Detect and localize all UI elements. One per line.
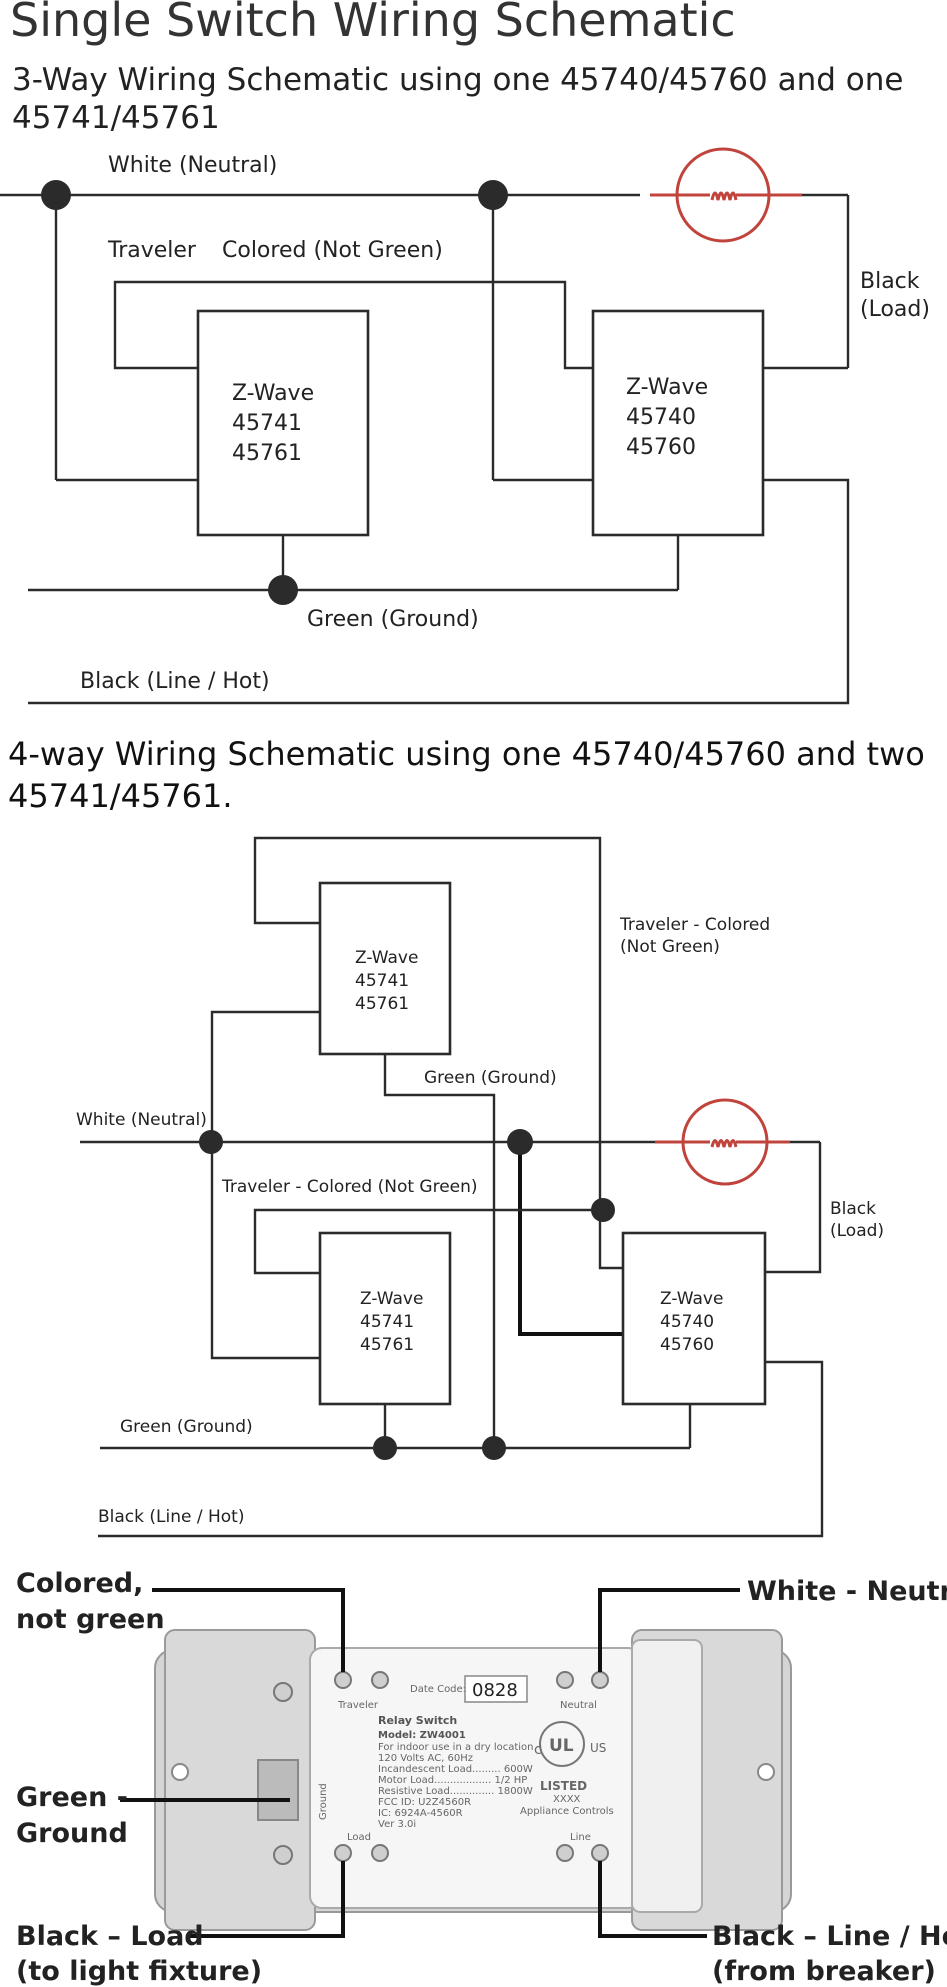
label-black-line-hot: Black (Line / Hot)	[80, 669, 270, 694]
aux-switch-top-box	[318, 881, 452, 1056]
main-switch-box	[591, 309, 765, 537]
device-rating: 120 Volts AC, 60Hz	[378, 1753, 473, 1764]
aux-device-name: Z-Wave	[232, 381, 314, 406]
label-traveler: Traveler	[107, 238, 197, 263]
main-switch-box-4way	[621, 1231, 767, 1406]
label-green-ground-4way: Green (Ground)	[120, 1417, 253, 1437]
device-load-text: Load	[347, 1832, 371, 1843]
device-ver: Ver 3.0i	[378, 1819, 416, 1830]
label-white-neutral-4way: White (Neutral)	[76, 1110, 207, 1130]
light-fixture-icon	[650, 147, 802, 243]
date-code-value: 0828	[472, 1680, 518, 1701]
device-model: Model: ZW4001	[378, 1730, 466, 1741]
section1-heading-line1: 3-Way Wiring Schematic using one 45740/4…	[12, 62, 903, 98]
device-incandescent: Incandescent Load......... 600W	[378, 1764, 533, 1775]
callout-colored-line2: not green	[16, 1604, 165, 1635]
label-colored-not-green: Colored (Not Green)	[222, 238, 443, 263]
callout-green-line2: Ground	[16, 1818, 128, 1849]
section1-heading-line2: 45741/45761	[12, 100, 220, 136]
device-traveler-text: Traveler	[337, 1700, 379, 1711]
date-code-label: Date Code:	[410, 1684, 466, 1695]
device-neutral-text: Neutral	[560, 1700, 597, 1711]
svg-text:Appliance Controls: Appliance Controls	[520, 1806, 614, 1817]
callout-green-line1: Green -	[16, 1782, 128, 1813]
three-way-schematic: Z-Wave 45741 45761 Z-Wave 45740 45760 Wh…	[0, 147, 930, 705]
callout-colored-line1: Colored,	[16, 1568, 143, 1599]
main-4way-device-model2: 45760	[660, 1335, 714, 1355]
device-illustration: Traveler Neutral Load Line Ground Date C…	[120, 1588, 792, 1938]
label-green-ground: Green (Ground)	[307, 607, 479, 632]
label-not-green: (Not Green)	[620, 937, 720, 957]
svg-text:c: c	[534, 1742, 542, 1758]
callout-black-load-line1: Black – Load	[16, 1921, 204, 1952]
callout-black-load-line2: (to light fixture)	[16, 1956, 262, 1987]
label-black-4way: Black	[830, 1199, 876, 1219]
aux-device-model1: 45741	[232, 411, 302, 436]
ul-listed-logo: c UL US LISTED XXXX Appliance Controls	[520, 1721, 614, 1817]
aux-bottom-device-model1: 45741	[360, 1312, 414, 1332]
svg-text:US: US	[590, 1741, 606, 1755]
main-4way-device-model1: 45740	[660, 1312, 714, 1332]
callout-black-line-line2: (from breaker)	[712, 1956, 936, 1987]
callout-white-neutral: White - Neutral	[747, 1576, 947, 1607]
device-indoor: For indoor use in a dry location	[378, 1742, 534, 1753]
label-traveler-colored: Traveler - Colored	[619, 915, 770, 935]
main-device-model2: 45760	[626, 435, 696, 460]
device-line-text: Line	[570, 1832, 591, 1843]
svg-text:UL: UL	[549, 1736, 574, 1756]
device-resistive: Resistive Load.............. 1800W	[378, 1786, 533, 1797]
light-fixture-icon	[655, 1098, 790, 1186]
aux-device-model2: 45761	[232, 441, 302, 466]
device-product-name: Relay Switch	[378, 1714, 457, 1727]
section2-heading-line1: 4-way Wiring Schematic using one 45740/4…	[8, 735, 925, 773]
device-fcc: FCC ID: U2Z4560R	[378, 1797, 471, 1808]
label-green-ground-top: Green (Ground)	[424, 1068, 557, 1088]
label-black: Black	[860, 269, 920, 294]
aux-bottom-device-model2: 45761	[360, 1335, 414, 1355]
aux-switch-box	[196, 309, 370, 537]
svg-text:XXXX: XXXX	[553, 1794, 581, 1805]
label-load: (Load)	[860, 297, 930, 322]
label-traveler-colored-not-green: Traveler - Colored (Not Green)	[221, 1177, 478, 1197]
main-device-name: Z-Wave	[626, 375, 708, 400]
aux-top-device-model2: 45761	[355, 994, 409, 1014]
callout-black-line-line1: Black – Line / Hot	[712, 1921, 947, 1952]
label-load-4way: (Load)	[830, 1221, 884, 1241]
main-device-model1: 45740	[626, 405, 696, 430]
aux-bottom-device-name: Z-Wave	[360, 1289, 423, 1309]
device-motor: Motor Load.................. 1/2 HP	[378, 1775, 527, 1786]
aux-top-device-model1: 45741	[355, 971, 409, 991]
main-4way-device-name: Z-Wave	[660, 1289, 723, 1309]
device-ic: IC: 6924A-4560R	[378, 1808, 463, 1819]
label-white-neutral: White (Neutral)	[108, 153, 277, 178]
page-title: Single Switch Wiring Schematic	[10, 0, 736, 47]
aux-top-device-name: Z-Wave	[355, 948, 418, 968]
svg-text:LISTED: LISTED	[540, 1779, 587, 1793]
label-black-line-hot-4way: Black (Line / Hot)	[98, 1507, 244, 1527]
device-ground-text: Ground	[318, 1783, 329, 1820]
four-way-schematic: Z-Wave 45741 45761 Z-Wave 45741 45761 Z-…	[76, 836, 884, 1538]
section2-heading-line2: 45741/45761.	[8, 777, 233, 815]
